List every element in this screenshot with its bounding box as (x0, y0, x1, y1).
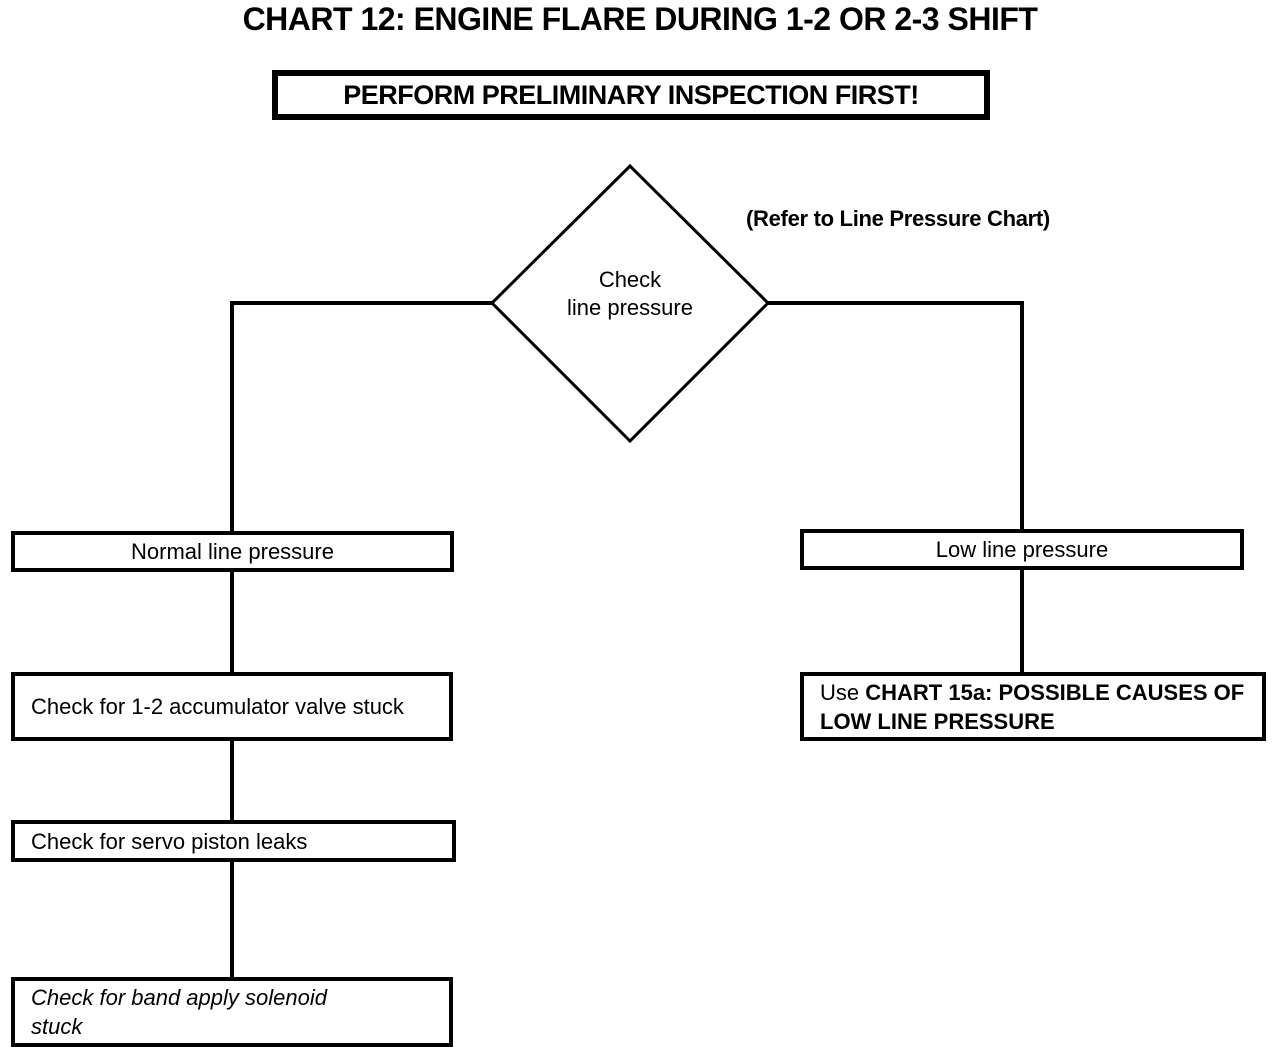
node-check-accumulator-valve-label: Check for 1-2 accumulator valve stuck (31, 694, 404, 719)
node-use-chart-15a: Use CHART 15a: POSSIBLE CAUSES OF LOW LI… (800, 672, 1266, 741)
node-check-servo-piston: Check for servo piston leaks (11, 820, 456, 862)
decision-label-line2: line pressure (567, 295, 693, 320)
connector-left-branch (230, 301, 492, 531)
node-check-band-solenoid-label: Check for band apply solenoid stuck (31, 985, 327, 1039)
node-normal-line-pressure-label: Normal line pressure (131, 539, 334, 564)
warning-text: PERFORM PRELIMINARY INSPECTION FIRST! (343, 79, 919, 110)
node-check-servo-piston-label: Check for servo piston leaks (31, 828, 308, 854)
node-check-accumulator-valve: Check for 1-2 accumulator valve stuck (11, 672, 453, 741)
warning-box: PERFORM PRELIMINARY INSPECTION FIRST! (272, 70, 990, 120)
chart-title: CHART 12: ENGINE FLARE DURING 1-2 OR 2-3… (242, 1, 1038, 37)
node-low-line-pressure: Low line pressure (800, 529, 1244, 570)
connector-right-branch (768, 301, 1024, 529)
use-chart-15a-emphasis: CHART 15a: POSSIBLE CAUSES OF LOW LINE P… (820, 679, 1245, 734)
decision-label-line1: Check (598, 267, 662, 292)
node-normal-line-pressure: Normal line pressure (11, 531, 454, 572)
decision-label: Check line pressure (492, 266, 768, 322)
node-low-line-pressure-label: Low line pressure (935, 537, 1109, 562)
node-use-chart-15a-label: Use CHART 15a: POSSIBLE CAUSES OF LOW LI… (820, 678, 1262, 736)
decision-diamond (489, 163, 771, 444)
reference-note: (Refer to Line Pressure Chart) (746, 206, 1050, 231)
node-check-band-solenoid: Check for band apply solenoid stuck (11, 977, 453, 1047)
use-chart-15a-prefix: Use (820, 679, 860, 705)
